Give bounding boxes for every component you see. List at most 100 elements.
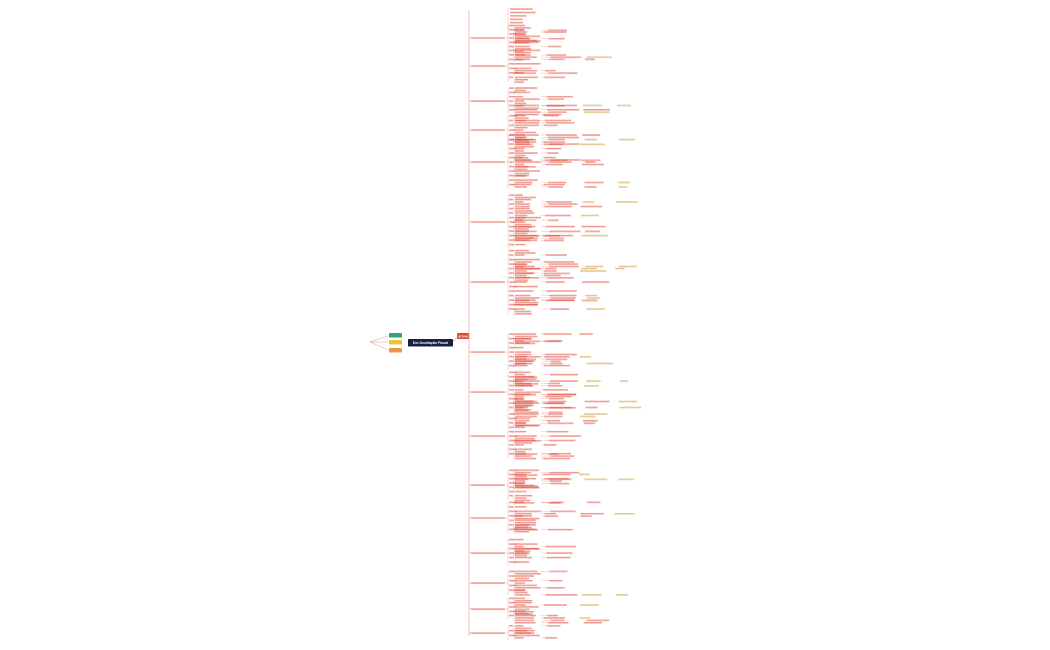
detail-node[interactable] — [580, 515, 592, 517]
leaf-node[interactable] — [515, 335, 538, 337]
detail-node[interactable] — [545, 69, 556, 72]
sub-topic-node[interactable] — [509, 24, 515, 26]
leaf-node[interactable] — [515, 437, 535, 439]
sub-topic-node[interactable] — [509, 33, 517, 35]
leaf-node[interactable] — [515, 526, 528, 528]
leaf-node[interactable] — [515, 72, 524, 74]
leaf-node[interactable] — [515, 570, 538, 572]
detail-node[interactable] — [549, 435, 581, 437]
leaf-node[interactable] — [515, 203, 530, 205]
center-node[interactable]: Em Ocultação Fiscal — [408, 335, 459, 347]
detail-node[interactable] — [544, 214, 571, 216]
leaf-node[interactable] — [515, 168, 528, 170]
detail-node[interactable] — [543, 402, 564, 404]
main-topic-node[interactable] — [471, 608, 505, 610]
sub-topic-node[interactable] — [509, 473, 516, 475]
detail-node[interactable] — [545, 267, 557, 269]
leaf-node[interactable] — [515, 515, 532, 517]
main-topic-node[interactable] — [471, 100, 505, 102]
leaf-node[interactable] — [515, 51, 531, 54]
detail-node[interactable] — [580, 214, 599, 216]
sub-topic-node[interactable] — [509, 547, 516, 549]
leaf-node[interactable] — [515, 413, 539, 415]
sub-topic-node[interactable] — [509, 406, 514, 408]
sub-topic-node[interactable] — [509, 430, 515, 433]
leaf-node[interactable] — [515, 356, 541, 358]
sub-topic-node[interactable] — [509, 114, 517, 117]
detail-node[interactable] — [620, 380, 629, 382]
leaf-node[interactable] — [515, 360, 535, 362]
sub-topic-node[interactable] — [509, 584, 517, 586]
leaf-node[interactable] — [515, 617, 534, 619]
leaf-node[interactable] — [515, 589, 526, 591]
leaf-node[interactable] — [515, 41, 539, 43]
detail-node[interactable] — [545, 358, 568, 360]
detail-node[interactable] — [584, 400, 610, 402]
leaf-node[interactable] — [515, 512, 532, 515]
leaf-node[interactable] — [515, 111, 541, 113]
sub-topic-node[interactable] — [509, 384, 514, 386]
detail-node[interactable] — [619, 265, 637, 267]
sub-topic-node[interactable] — [509, 104, 515, 106]
detail-node[interactable] — [582, 201, 595, 203]
detail-node[interactable] — [548, 45, 562, 47]
detail-node[interactable] — [543, 183, 565, 185]
leaf-node[interactable] — [515, 261, 533, 263]
leaf-node[interactable] — [515, 409, 532, 411]
detail-node[interactable] — [547, 422, 574, 424]
detail-node[interactable] — [543, 239, 565, 241]
leaf-node[interactable] — [515, 196, 537, 198]
sub-topic-node[interactable] — [509, 49, 516, 51]
leaf-node[interactable] — [515, 67, 532, 69]
detail-node[interactable] — [546, 290, 577, 292]
detail-node[interactable] — [549, 579, 563, 582]
leaf-node[interactable] — [510, 8, 533, 10]
leaf-node[interactable] — [515, 28, 525, 31]
leaf-node[interactable] — [515, 150, 524, 152]
sub-topic-node[interactable] — [509, 380, 517, 382]
leaf-node[interactable] — [515, 422, 526, 424]
detail-node[interactable] — [549, 411, 563, 413]
leaf-node[interactable] — [515, 147, 525, 149]
leaf-node[interactable] — [515, 411, 539, 413]
sub-topic-node[interactable] — [509, 538, 515, 540]
sub-topic-node[interactable] — [509, 87, 514, 89]
sub-topic-node[interactable] — [509, 575, 515, 577]
main-topic-node[interactable] — [471, 281, 505, 283]
sub-topic-node[interactable] — [509, 614, 514, 616]
detail-node[interactable] — [580, 415, 596, 417]
sub-topic-node[interactable] — [509, 272, 514, 274]
detail-node[interactable] — [579, 143, 605, 145]
detail-node[interactable] — [550, 56, 582, 58]
leaf-node[interactable] — [515, 358, 527, 360]
detail-node[interactable] — [586, 619, 610, 621]
detail-node[interactable] — [549, 237, 564, 239]
sub-topic-node[interactable] — [509, 129, 516, 131]
detail-node[interactable] — [543, 274, 561, 276]
leaf-node[interactable] — [515, 31, 528, 33]
detail-node[interactable] — [543, 113, 562, 115]
sub-topic-node[interactable] — [509, 439, 517, 441]
sub-topic-node[interactable] — [509, 375, 515, 378]
leaf-node[interactable] — [515, 389, 524, 391]
detail-node[interactable] — [586, 56, 612, 58]
leaf-node[interactable] — [515, 597, 526, 599]
detail-node[interactable] — [547, 420, 560, 422]
sub-topic-node[interactable] — [509, 510, 517, 512]
leaf-node[interactable] — [515, 63, 541, 65]
main-topic-node[interactable] — [471, 37, 505, 39]
leaf-node[interactable] — [515, 395, 524, 398]
sub-topic-node[interactable] — [509, 543, 517, 545]
sub-topic-node[interactable] — [509, 393, 516, 395]
sub-topic-node[interactable] — [509, 290, 515, 292]
main-topic-node[interactable] — [471, 484, 505, 486]
leaf-node[interactable] — [515, 378, 537, 380]
leaf-node[interactable] — [515, 214, 528, 216]
leaf-node[interactable] — [515, 614, 536, 616]
detail-node[interactable] — [545, 225, 575, 227]
main-topic-node[interactable] — [471, 129, 505, 131]
sub-topic-node[interactable] — [509, 552, 515, 554]
detail-node[interactable] — [616, 104, 631, 106]
detail-node[interactable] — [548, 382, 560, 384]
detail-node[interactable] — [543, 156, 556, 158]
